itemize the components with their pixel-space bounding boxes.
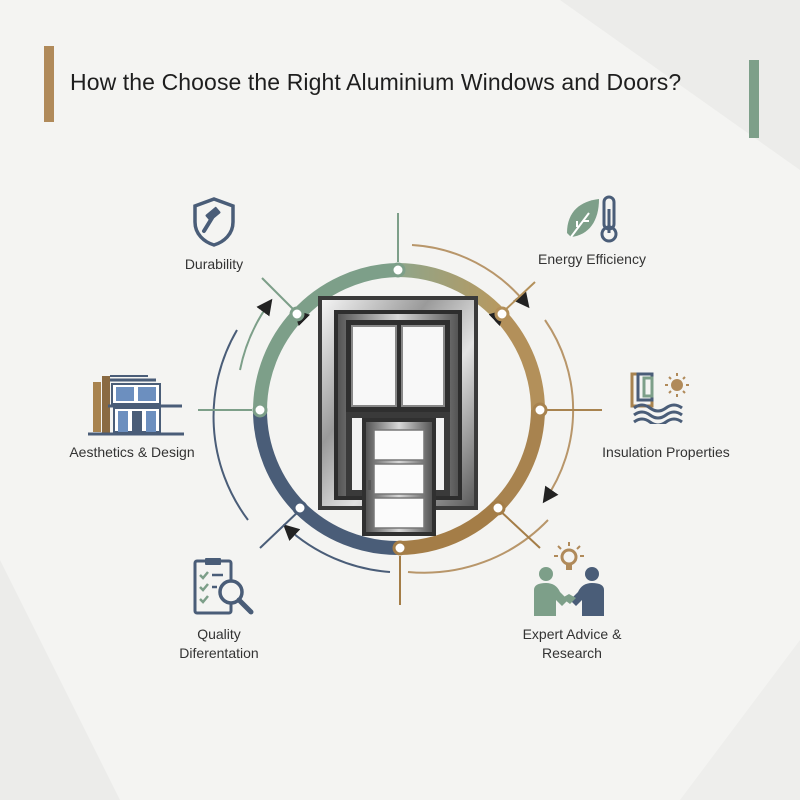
ring-nodes: [252, 262, 548, 556]
label-quality-line1: Quality: [197, 626, 241, 642]
label-durability: Durability: [184, 256, 244, 272]
layers-sun-icon: [630, 372, 689, 424]
label-expert-advice: Expert Advice & Research: [512, 625, 632, 663]
outer-guide-arcs: [212, 244, 575, 574]
handshake-lightbulb-icon: [534, 542, 604, 616]
label-quality-line2: Diferentation: [179, 645, 259, 661]
connector-lines: [198, 213, 602, 605]
label-energy-efficiency: Energy Efficiency: [538, 251, 646, 267]
building-icon: [88, 375, 184, 436]
label-quality-differentiation: Quality Diferentation: [164, 625, 274, 663]
center-window-door-illustration: [318, 296, 478, 536]
shield-hammer-icon: [193, 197, 235, 247]
label-aesthetics-design: Aesthetics & Design: [69, 444, 195, 460]
label-expert-line2: Research: [542, 645, 602, 661]
page-title: How the Choose the Right Aluminium Windo…: [70, 69, 682, 95]
label-insulation-properties: Insulation Properties: [602, 444, 730, 460]
leaf-thermometer-icon: [567, 195, 618, 243]
title-accent-bar-right: [749, 60, 759, 138]
clipboard-magnifier-icon: [193, 558, 254, 615]
label-expert-line1: Expert Advice &: [522, 626, 622, 642]
title-accent-bar-left: [44, 46, 54, 122]
main-ring: [253, 263, 545, 556]
